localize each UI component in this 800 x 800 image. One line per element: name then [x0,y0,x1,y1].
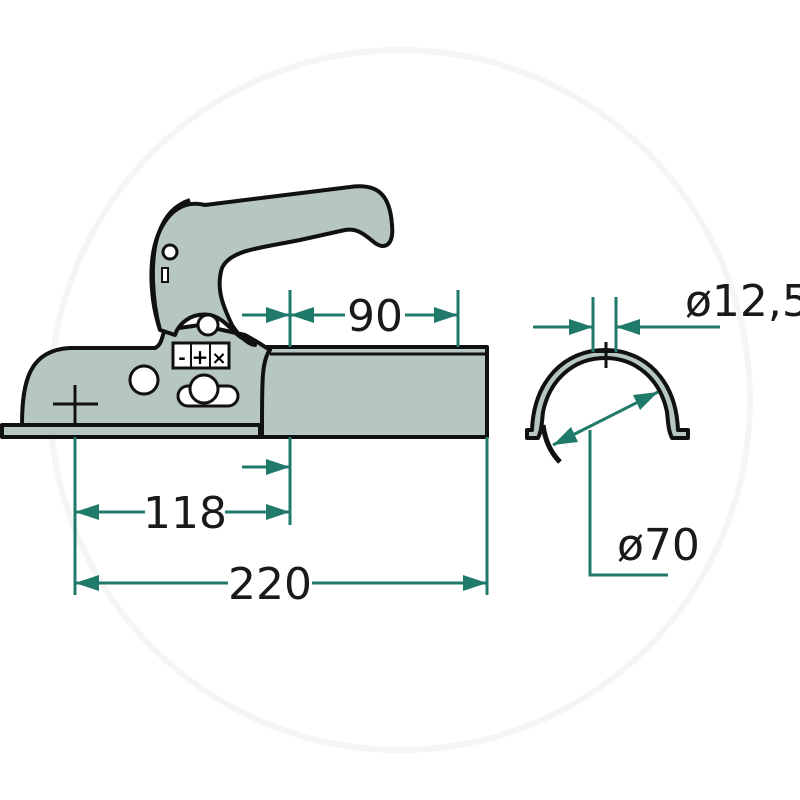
handle-lever-edge [150,198,191,331]
plus-symbol: + [192,345,209,369]
dim-90-label: 90 [347,291,403,342]
ball-center-mark [53,385,98,425]
wear-indicator-plate: - + × [171,341,231,370]
coupling-handle [149,184,395,347]
dim-bolt-hole: ø12,5 [533,276,800,352]
dim-118-label: 118 [143,488,227,539]
dim-220-label: 220 [228,559,312,610]
bolt-head [188,373,220,405]
dim-220: 220 [75,437,489,610]
body-hole [128,364,160,396]
indicator-hole [161,243,179,261]
pivot-hole [196,313,220,337]
dim-tube-diameter: ø70 [552,390,700,577]
dim-118: 118 [73,437,292,595]
dim-bolt-hole-label: ø12,5 [685,276,800,327]
indicator-pin [161,267,169,283]
tube-cross-section [525,342,690,464]
cross-symbol: × [211,348,226,369]
dim-90: 90 [242,290,460,347]
minus-symbol: - [178,348,185,369]
drawbar-tube [260,345,489,439]
dim-tube-diameter-label: ø70 [617,520,700,571]
